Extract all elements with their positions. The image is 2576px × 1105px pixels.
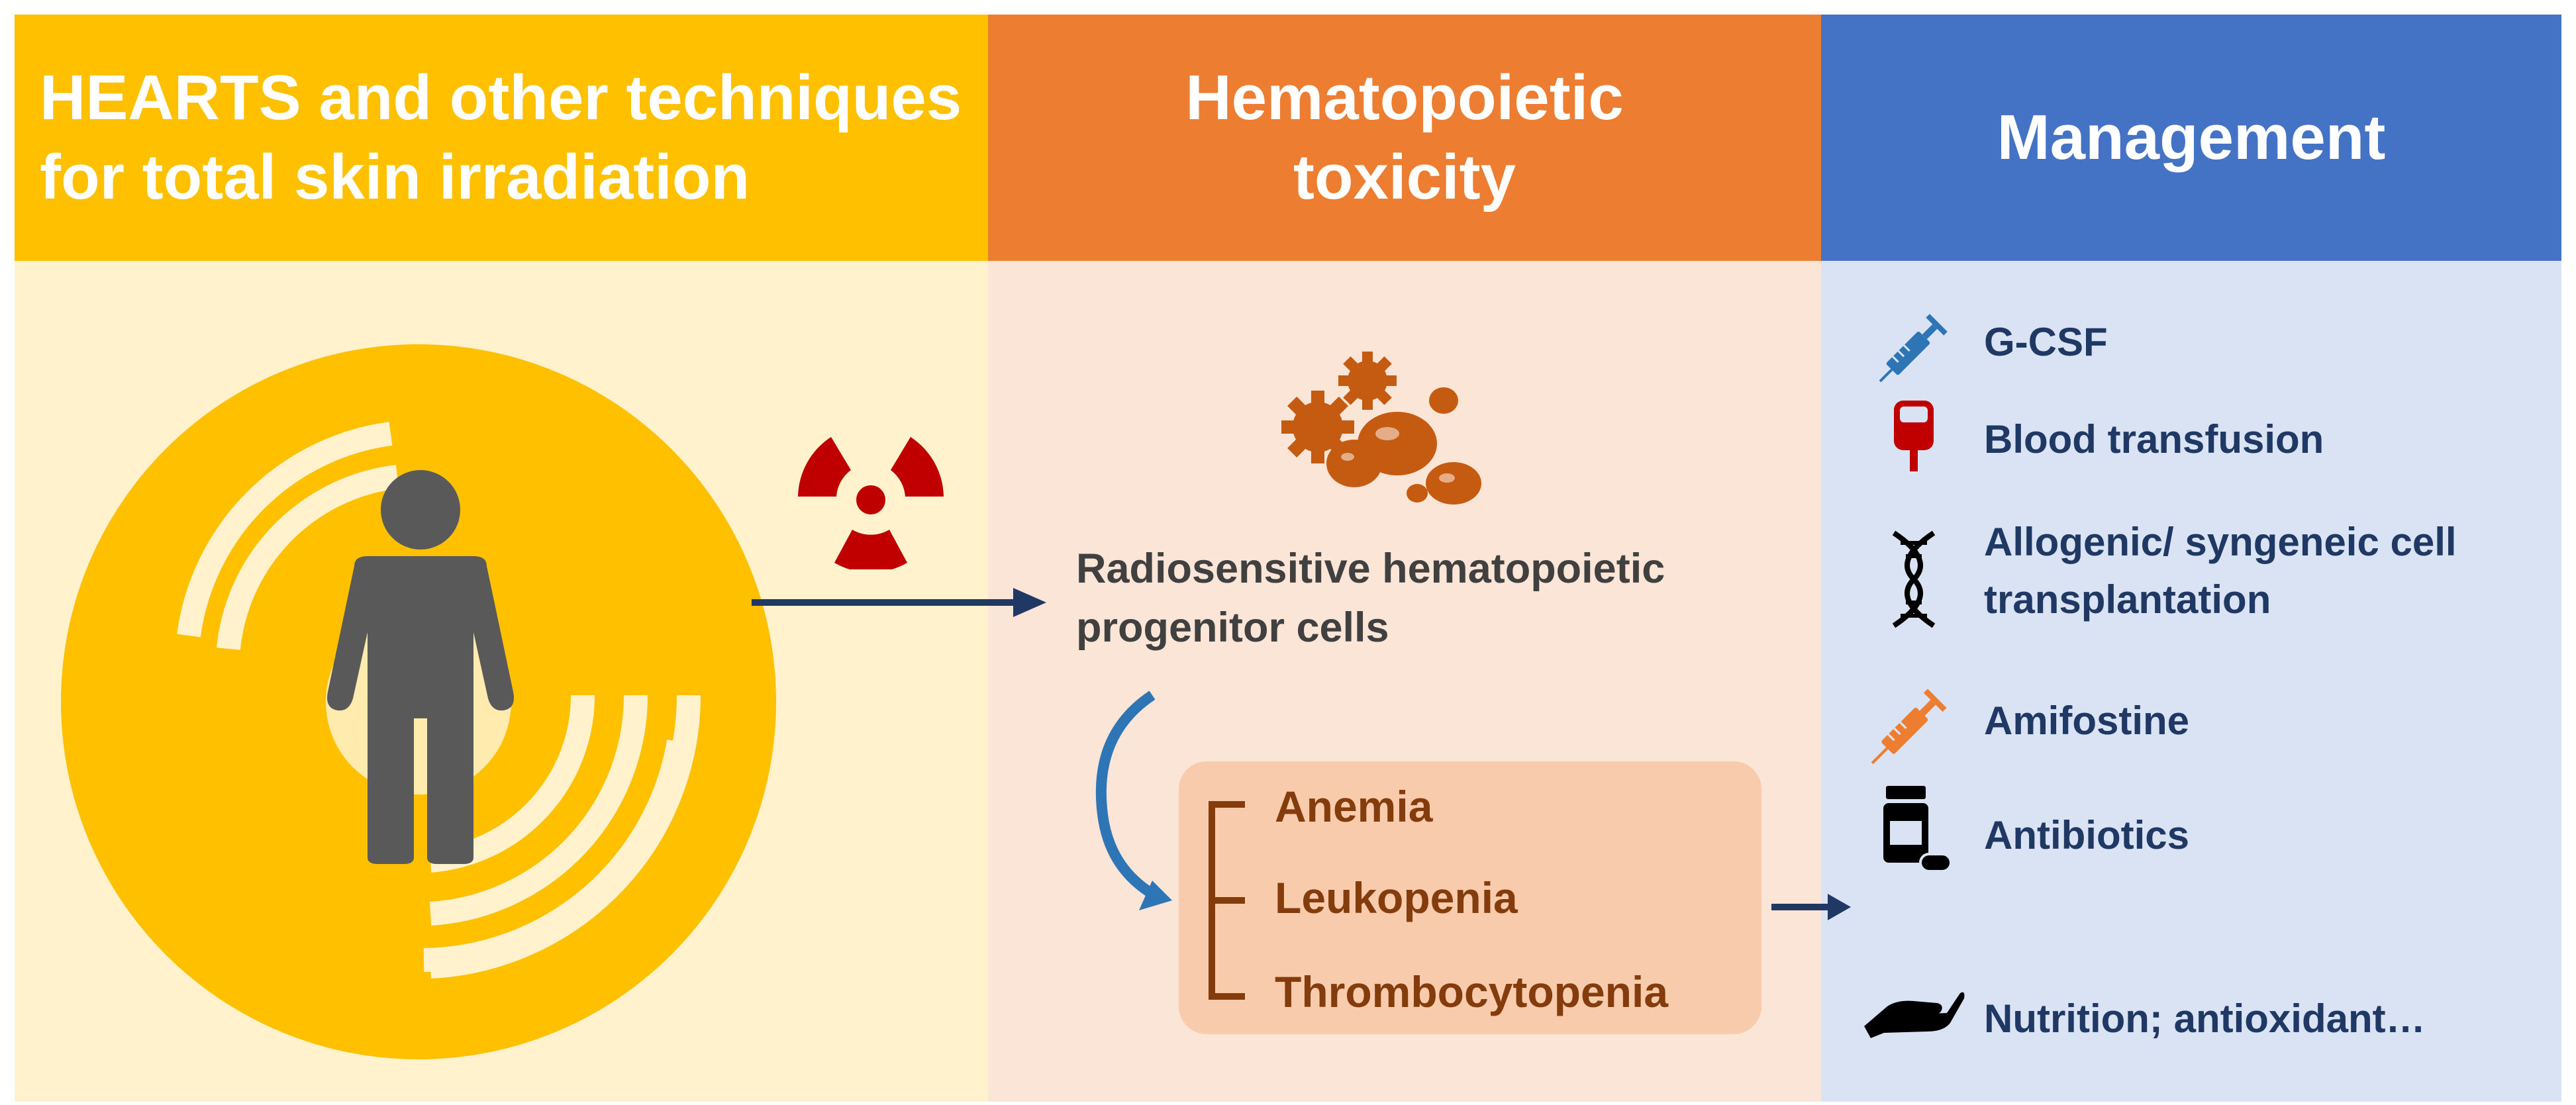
pill-bottle-icon — [1883, 786, 1952, 873]
column-header-management: Management — [1821, 15, 2561, 261]
curved-arrow — [1095, 691, 1172, 910]
syringe-icon — [1871, 689, 1947, 765]
radiation-icon — [798, 437, 944, 569]
column-title-toxicity: Hematopoietic toxicity — [1185, 62, 1624, 213]
blood-bag-icon — [1894, 401, 1934, 471]
management-item-blood-transfusion: Blood transfusion — [1984, 417, 2324, 461]
column-header-technique: HEARTS and other techniques for total sk… — [15, 15, 988, 261]
outcome-leukopenia: Leukopenia — [1275, 873, 1518, 922]
outcomes-box — [1179, 761, 1761, 1034]
management-item-nutrition: Nutrition; antioxidant… — [1984, 996, 2426, 1041]
progenitor-cells-label: Radiosensitive hematopoietic progenitor … — [1076, 546, 1665, 651]
management-arrow — [1771, 894, 1851, 920]
management-item-transplantation: Allogenic/ syngeneic cell transplantatio… — [1984, 520, 2457, 622]
column-title-management: Management — [1997, 102, 2386, 173]
outcome-anemia: Anemia — [1275, 782, 1433, 831]
outcome-thrombocytopenia: Thrombocytopenia — [1275, 967, 1669, 1016]
syringe-icon — [1879, 314, 1948, 383]
cells-icon — [1281, 352, 1481, 504]
management-item-amifostine: Amifostine — [1984, 698, 2190, 743]
dna-icon — [1892, 530, 1936, 628]
column-title-technique: HEARTS and other techniques for total sk… — [40, 62, 962, 213]
management-item-g-csf: G-CSF — [1984, 320, 2108, 364]
outcome-bracket — [1209, 801, 1245, 1000]
column-header-toxicity: Hematopoietic toxicity — [988, 15, 1821, 261]
main-arrow — [752, 588, 1046, 617]
person-icon — [327, 470, 514, 864]
management-item-antibiotics: Antibiotics — [1984, 813, 2189, 857]
column-body-management — [1821, 261, 2561, 1102]
hand-icon — [1864, 992, 1965, 1038]
